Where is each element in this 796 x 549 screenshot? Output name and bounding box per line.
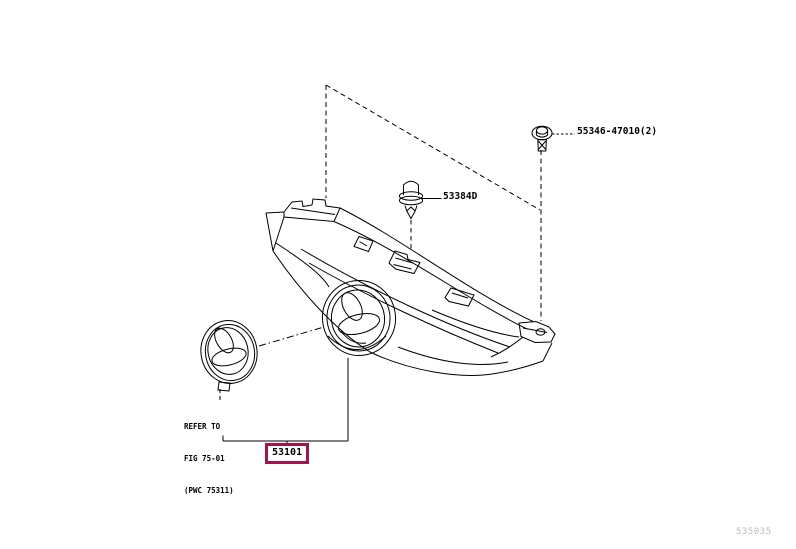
part-label-grille: 53101 xyxy=(272,447,303,458)
leader-lines xyxy=(219,84,575,444)
refer-note-line3: (PWC 75311) xyxy=(184,486,234,496)
grille-drawing xyxy=(265,198,556,376)
emblem-refer-note: REFER TO FIG 75-01 (PWC 75311) xyxy=(184,400,234,519)
part-label-screw[interactable]: 55346-47010(2) xyxy=(577,126,658,137)
refer-note-line1: REFER TO xyxy=(184,421,221,431)
grille-emblem-drawing xyxy=(321,280,397,356)
toyota-emblem-icon xyxy=(200,320,258,392)
part-label-clip[interactable]: 53384D xyxy=(443,191,478,202)
figure-code: 535035 xyxy=(736,527,772,537)
clip-icon xyxy=(398,180,424,220)
selected-part-box[interactable]: 53101 xyxy=(265,443,310,464)
screw-icon xyxy=(531,125,553,152)
refer-note-line2: FIG 75-01 xyxy=(184,453,225,463)
